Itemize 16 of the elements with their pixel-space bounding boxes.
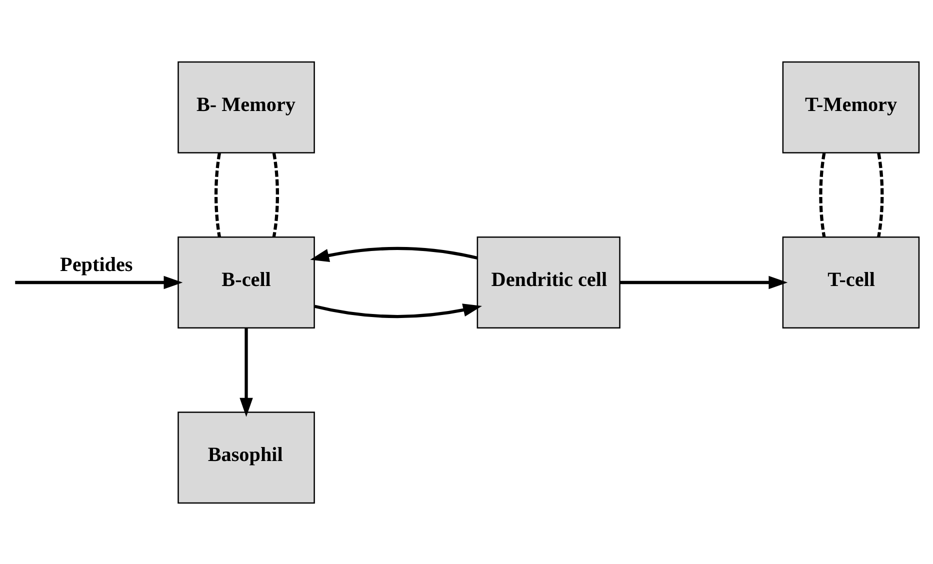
connector <box>214 152 222 237</box>
arrow <box>620 275 788 289</box>
connector <box>272 152 279 237</box>
connector <box>877 152 884 237</box>
node-box: Dendritic cell <box>476 236 620 328</box>
node-box: T-Memory <box>782 60 920 153</box>
arrow <box>15 275 183 289</box>
node-box: Basophil <box>178 411 315 504</box>
connector <box>819 152 826 237</box>
arrow <box>314 303 482 318</box>
arrow <box>310 246 478 262</box>
arrow <box>240 328 253 416</box>
edge-label: Peptides <box>60 253 133 276</box>
node-box: B-cell <box>178 236 315 328</box>
node-box: T-cell <box>782 236 920 328</box>
node-box: B- Memory <box>178 60 315 153</box>
